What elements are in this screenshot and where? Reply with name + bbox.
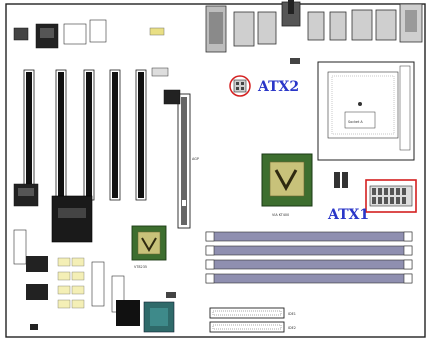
- audio-header: [149, 27, 165, 36]
- dimm-slots: [205, 231, 413, 284]
- pci-slot-4: [55, 69, 67, 201]
- jumper-block: [13, 27, 29, 41]
- super-io-chip: [51, 195, 93, 243]
- north-bridge-chip: [261, 153, 313, 207]
- atx1-connector: [365, 179, 417, 213]
- header-small-2: [89, 19, 107, 43]
- dimm-slot-2: [205, 245, 413, 256]
- io-connector-7: [351, 9, 373, 41]
- atx2-connector: [229, 75, 251, 97]
- south-bridge-chip: [131, 225, 167, 261]
- dimm-slot-4: [205, 273, 413, 284]
- io-connector-3: [257, 11, 277, 45]
- atx1-callout-label: ATX1: [327, 207, 369, 223]
- pci-slot-3: [83, 69, 95, 201]
- led-header: [30, 324, 38, 330]
- label-north-bridge: VIA KT400: [272, 213, 289, 217]
- label-ide1: IDE1: [288, 312, 296, 316]
- io-connector-2: [233, 11, 255, 47]
- dimm-slot-1: [205, 231, 413, 242]
- ide-connector-2: [209, 321, 285, 333]
- pci-slot-5: [23, 69, 35, 201]
- pci-slots: [23, 69, 147, 201]
- pci-slot-1: [135, 69, 147, 201]
- vertical-header: [91, 261, 105, 307]
- jumper-nb-1: [334, 172, 340, 188]
- label-agp: AGP: [192, 157, 199, 161]
- clock-chip: [163, 89, 181, 105]
- label-south-bridge: VT8235: [134, 265, 147, 269]
- io-connector-8: [375, 9, 397, 41]
- pci-slot-2: [109, 69, 121, 201]
- agp-slot: [177, 93, 191, 229]
- fwh-chip: [116, 300, 140, 326]
- ide-connector-1: [209, 307, 285, 319]
- fan-header-top: [290, 58, 300, 64]
- header-small-1: [63, 23, 87, 45]
- front-panel-headers: [57, 257, 85, 309]
- label-ide2: IDE2: [288, 326, 296, 330]
- header-bottom-small: [166, 292, 176, 298]
- atx2-callout-label: ATX2: [257, 79, 299, 95]
- dimm-slot-3: [205, 259, 413, 270]
- io-connector-5: [307, 11, 325, 41]
- header-left-1: [13, 229, 27, 265]
- capacitor-top: [151, 67, 169, 77]
- label-cpu-socket: Socket A: [348, 120, 363, 124]
- cpu-socket: [317, 61, 415, 161]
- io-connector-6: [329, 11, 347, 41]
- rear-io-panel: [205, 0, 423, 53]
- audio-chip-2: [26, 284, 48, 300]
- jumper-nb-2: [342, 172, 348, 188]
- audio-chip-1: [26, 256, 48, 272]
